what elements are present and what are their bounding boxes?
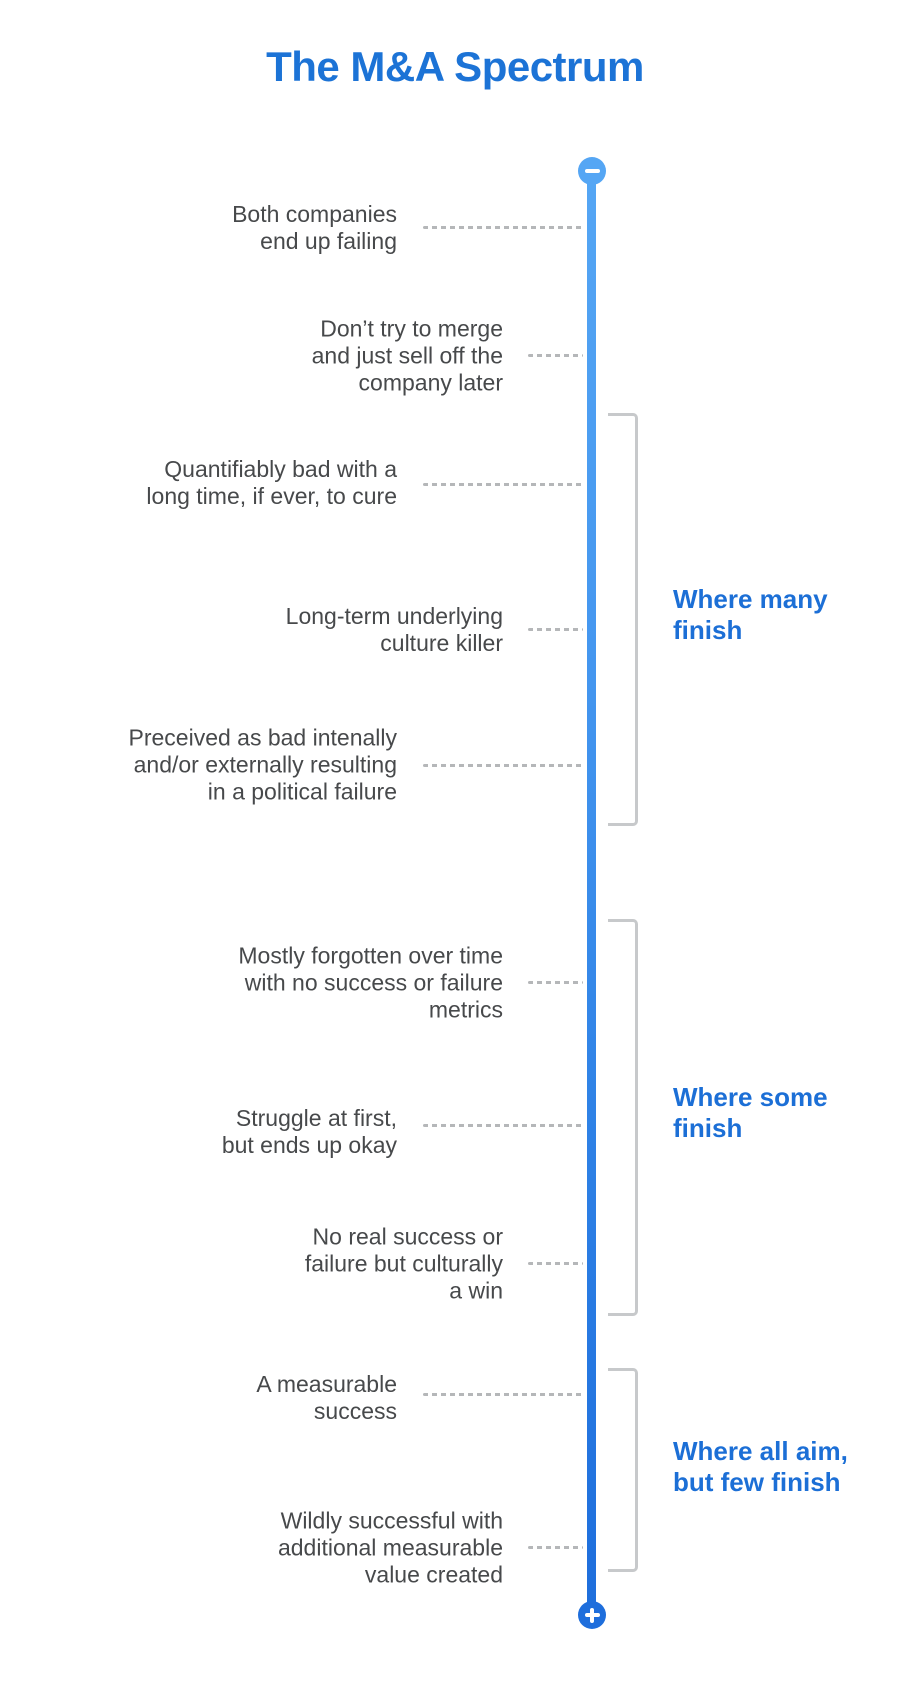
dotted-connector bbox=[423, 1393, 583, 1396]
dotted-connector bbox=[528, 628, 583, 631]
spectrum-item-label: Quantifiably bad with a long time, if ev… bbox=[146, 456, 397, 509]
bracket-where-all-aim bbox=[608, 1368, 638, 1572]
plus-endpoint bbox=[578, 1601, 606, 1629]
spectrum-item-label: Mostly forgotten over time with no succe… bbox=[238, 942, 503, 1023]
spectrum-item-label: Struggle at first, but ends up okay bbox=[221, 1105, 397, 1158]
spectrum-item-label: Long-term underlying culture killer bbox=[285, 603, 503, 656]
page-title: The M&A Spectrum bbox=[266, 43, 644, 90]
bracket-label-where-many-finish: Where many finish bbox=[673, 584, 828, 645]
spectrum-item-label: Wildly successful with additional measur… bbox=[277, 1507, 503, 1588]
spectrum-item-label: Preceived as bad intenally and/or extern… bbox=[128, 724, 398, 805]
bracket-where-many-finish bbox=[608, 413, 638, 826]
bracket-label-where-all-aim: Where all aim, but few finish bbox=[673, 1436, 848, 1497]
dotted-connector bbox=[423, 1124, 583, 1127]
plus-icon bbox=[584, 1607, 600, 1623]
dotted-connector bbox=[528, 1262, 583, 1265]
spectrum-item-label: Don’t try to merge and just sell off the… bbox=[311, 315, 503, 396]
bracket-where-some-finish bbox=[608, 919, 638, 1316]
spectrum-item-label: No real success or failure but culturall… bbox=[304, 1223, 503, 1304]
dotted-connector bbox=[528, 354, 583, 357]
minus-endpoint bbox=[578, 157, 606, 185]
minus-icon bbox=[584, 168, 600, 174]
spectrum-line bbox=[587, 171, 596, 1615]
bracket-label-where-some-finish: Where some finish bbox=[673, 1082, 828, 1143]
dotted-connector bbox=[528, 981, 583, 984]
spectrum-item-label: A measurable success bbox=[256, 1371, 397, 1424]
spectrum-item-label: Both companies end up failing bbox=[232, 201, 397, 254]
dotted-connector bbox=[423, 764, 583, 767]
dotted-connector bbox=[423, 226, 583, 229]
dotted-connector bbox=[423, 483, 583, 486]
dotted-connector bbox=[528, 1546, 583, 1549]
